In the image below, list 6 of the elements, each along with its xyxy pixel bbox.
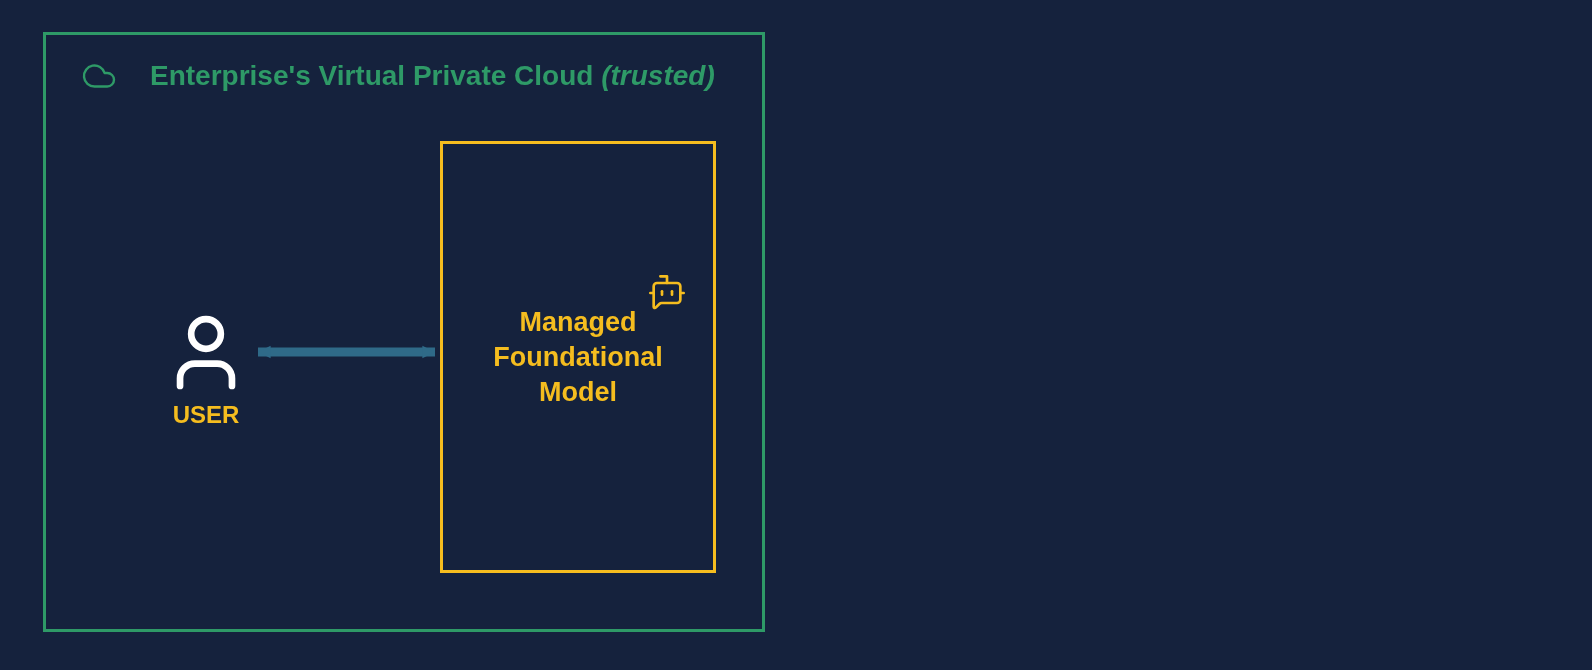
boundary-title: Enterprise's Virtual Private Cloud (trusted) bbox=[150, 59, 715, 93]
cloud-boundary-box bbox=[43, 32, 765, 632]
node-label: USER bbox=[172, 400, 240, 430]
model-box bbox=[440, 141, 716, 573]
double-arrow bbox=[258, 345, 435, 359]
node-label: Managed Foundational Model bbox=[492, 305, 664, 409]
